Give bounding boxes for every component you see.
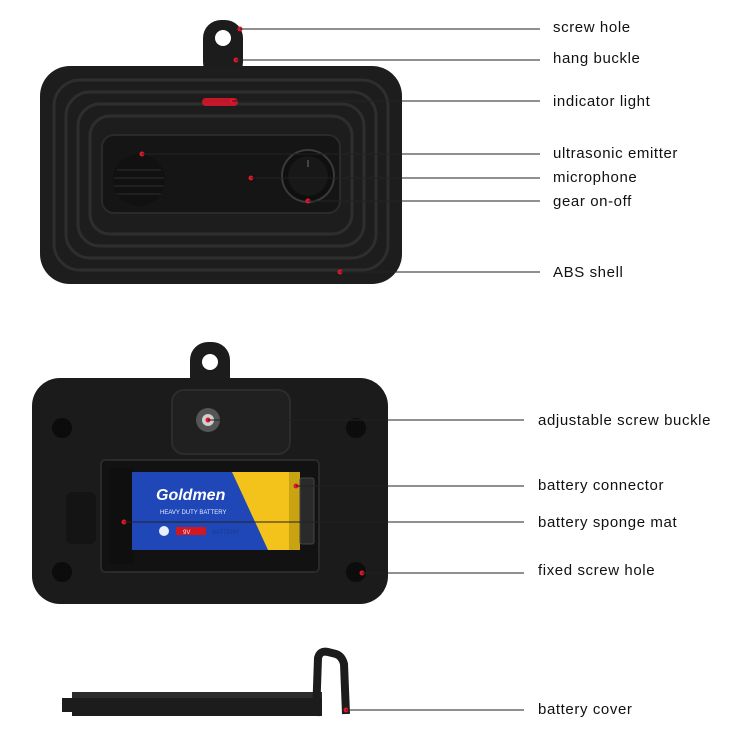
label-microphone: microphone: [553, 169, 637, 186]
ultrasonic-emitter: [113, 154, 165, 206]
label-screw-hole: screw hole: [553, 19, 631, 36]
label-abs-shell: ABS shell: [553, 264, 623, 281]
label-ultrasonic-emitter: ultrasonic emitter: [553, 145, 678, 162]
label-indicator-light: indicator light: [553, 93, 651, 110]
screw-hole-top-left: [52, 418, 72, 438]
battery-connector: [299, 477, 315, 545]
label-battery-connector: battery connector: [538, 477, 664, 494]
gear-knob: [281, 149, 335, 203]
screw-hole-top-right: [346, 418, 366, 438]
battery-brand: Goldmen: [156, 487, 226, 504]
sponge-mat: [110, 468, 134, 564]
hang-buckle: [203, 20, 243, 80]
battery: Goldmen HEAVY DUTY BATTERY 9V BATTERY: [132, 472, 300, 550]
battery-bottom-text: BATTERY: [212, 530, 239, 536]
screw-hole-bottom-left: [52, 562, 72, 582]
battery-type-text: HEAVY DUTY BATTERY: [160, 510, 226, 516]
label-gear-on-off: gear on-off: [553, 193, 632, 210]
label-fixed-screw-hole: fixed screw hole: [538, 562, 655, 579]
leader-lines: [124, 28, 540, 711]
screw-hole-bottom-right: [346, 562, 366, 582]
battery-cover: [62, 647, 350, 717]
battery-voltage: 9V: [183, 530, 190, 536]
back-view: Goldmen HEAVY DUTY BATTERY 9V BATTERY: [32, 342, 388, 604]
label-battery-cover: battery cover: [538, 701, 633, 718]
label-adjustable-screw-buckle: adjustable screw buckle: [538, 412, 711, 429]
callout-labels: screw hole hang buckle indicator light u…: [538, 19, 711, 718]
label-hang-buckle: hang buckle: [553, 50, 641, 67]
indicator-light: [202, 98, 238, 106]
label-battery-sponge-mat: battery sponge mat: [538, 514, 677, 531]
